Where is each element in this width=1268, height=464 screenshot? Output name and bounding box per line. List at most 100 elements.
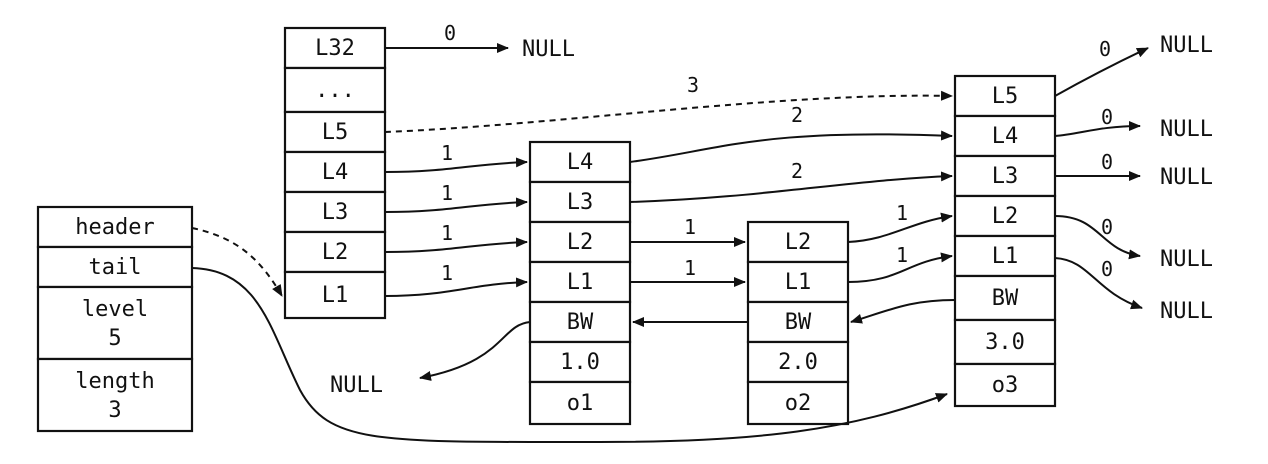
header-node-level [283,230,387,274]
null-label: NULL [330,373,383,398]
node-1-level-label: L4 [567,150,594,175]
node-3-score [953,318,1057,366]
header-l3-arrow [384,197,528,213]
span-label: 0 [1101,215,1113,239]
span-label: 0 [1101,105,1113,129]
span-label: 1 [684,256,696,280]
node-1-score [528,340,632,384]
node-3-l5-arrow [1054,47,1149,97]
node-3-backward [953,274,1057,322]
span-label: 1 [441,141,453,165]
length-field-label: length [75,369,154,394]
node-1-level [528,220,632,264]
header-node-level-label: ... [315,78,355,103]
node-3-l2-arrow [1054,215,1141,260]
node-3-level-label: L3 [992,164,1019,189]
header-l5-arrow [384,90,953,133]
length-field [36,357,194,433]
node-2-backward-label: BW [785,310,812,335]
span-label: 0 [1101,257,1113,281]
tail-pointer-arrow [191,267,948,444]
node-3-level-label: L1 [992,244,1019,269]
null-label: NULL [1160,117,1213,142]
header-node-level-label: L1 [322,283,349,308]
node-1-backward-label: BW [567,310,594,335]
node-2-obj-label: o2 [785,391,812,416]
node-3-obj [953,362,1057,408]
node-2-level [746,220,850,264]
span-label: 2 [791,103,803,127]
node-2-score [746,340,850,384]
span-label: 0 [1101,150,1113,174]
node-3-l4-arrow [1054,121,1141,137]
node-1-l3-arrow [629,171,953,203]
header-node-level-label: L4 [322,160,349,185]
node-3-level-label: L5 [992,84,1019,109]
node-1-l4-arrow [629,130,953,163]
node-1-level-label: L3 [567,190,594,215]
header-node-level-label: L3 [322,200,349,225]
span-label: 3 [687,73,699,97]
header-pointer-arrow [191,227,283,297]
node-2-level [746,260,850,304]
header-l2-arrow [384,237,528,253]
header-node: L32 ... L5 L4 L3 L2 L1 [283,26,387,320]
node-2-score-label: 2.0 [778,350,818,375]
null-label: NULL [1160,165,1213,190]
node-3-backward-arrow [850,299,956,324]
null-labels: NULL NULL NULL NULL NULL NULL NULL [330,33,1213,398]
node-3-obj-label: o3 [992,373,1019,398]
node-2-l2-arrow [847,212,953,243]
span-label: 1 [896,243,908,267]
node-1-obj [528,380,632,426]
node-3: L5 L4 L3 L2 L1 BW 3.0 o3 [953,74,1057,408]
node-3-score-label: 3.0 [985,330,1025,355]
span-label: 1 [684,215,696,239]
tail-field-label: tail [89,255,142,280]
node-2-l1-arrow [847,252,953,283]
node-1-backward-arrow [419,321,531,381]
node-1: L4 L3 L2 L1 BW 1.0 o1 [528,140,632,426]
header-node-level-label: L5 [322,120,349,145]
null-label: NULL [522,37,575,62]
node-1-obj-label: o1 [567,391,594,416]
header-l1-arrow [384,277,528,297]
node-1-level-label: L1 [567,270,594,295]
span-label: 2 [791,159,803,183]
header-node-level [283,66,387,114]
node-3-level-label: L2 [992,204,1019,229]
null-label: NULL [1160,33,1213,58]
length-field-value: 3 [108,398,121,423]
node-1-level [528,140,632,184]
header-field-label: header [75,215,154,240]
span-label: 0 [1099,37,1111,61]
span-label: 1 [441,181,453,205]
header-field [36,205,194,249]
header-l4-arrow [384,157,528,173]
node-2-level-label: L1 [785,270,812,295]
null-label: NULL [1160,247,1213,272]
header-node-level-label: L32 [315,36,355,61]
span-label: 1 [441,261,453,285]
node-3-backward-label: BW [992,286,1019,311]
span-label: 1 [441,221,453,245]
header-node-level [283,150,387,194]
null-label: NULL [1160,299,1213,324]
span-label: 0 [444,21,456,45]
skiplist-struct: header tail level 5 length 3 [36,205,194,433]
span-labels: 0 3 1 1 1 1 2 2 1 1 1 1 0 0 0 0 0 [441,21,1113,285]
edges [191,43,1149,444]
node-2-obj [746,380,850,426]
header-node-level-label: L2 [322,240,349,265]
level-field-label: level [82,297,148,322]
node-3-l1-arrow [1054,257,1143,310]
node-3-level [953,194,1057,238]
node-2-level-label: L2 [785,230,812,255]
node-1-level-label: L2 [567,230,594,255]
node-1-score-label: 1.0 [560,350,600,375]
node-2: L2 L1 BW 2.0 o2 [746,220,850,426]
span-label: 1 [896,201,908,225]
level-field-value: 5 [108,326,121,351]
node-3-level-label: L4 [992,124,1019,149]
